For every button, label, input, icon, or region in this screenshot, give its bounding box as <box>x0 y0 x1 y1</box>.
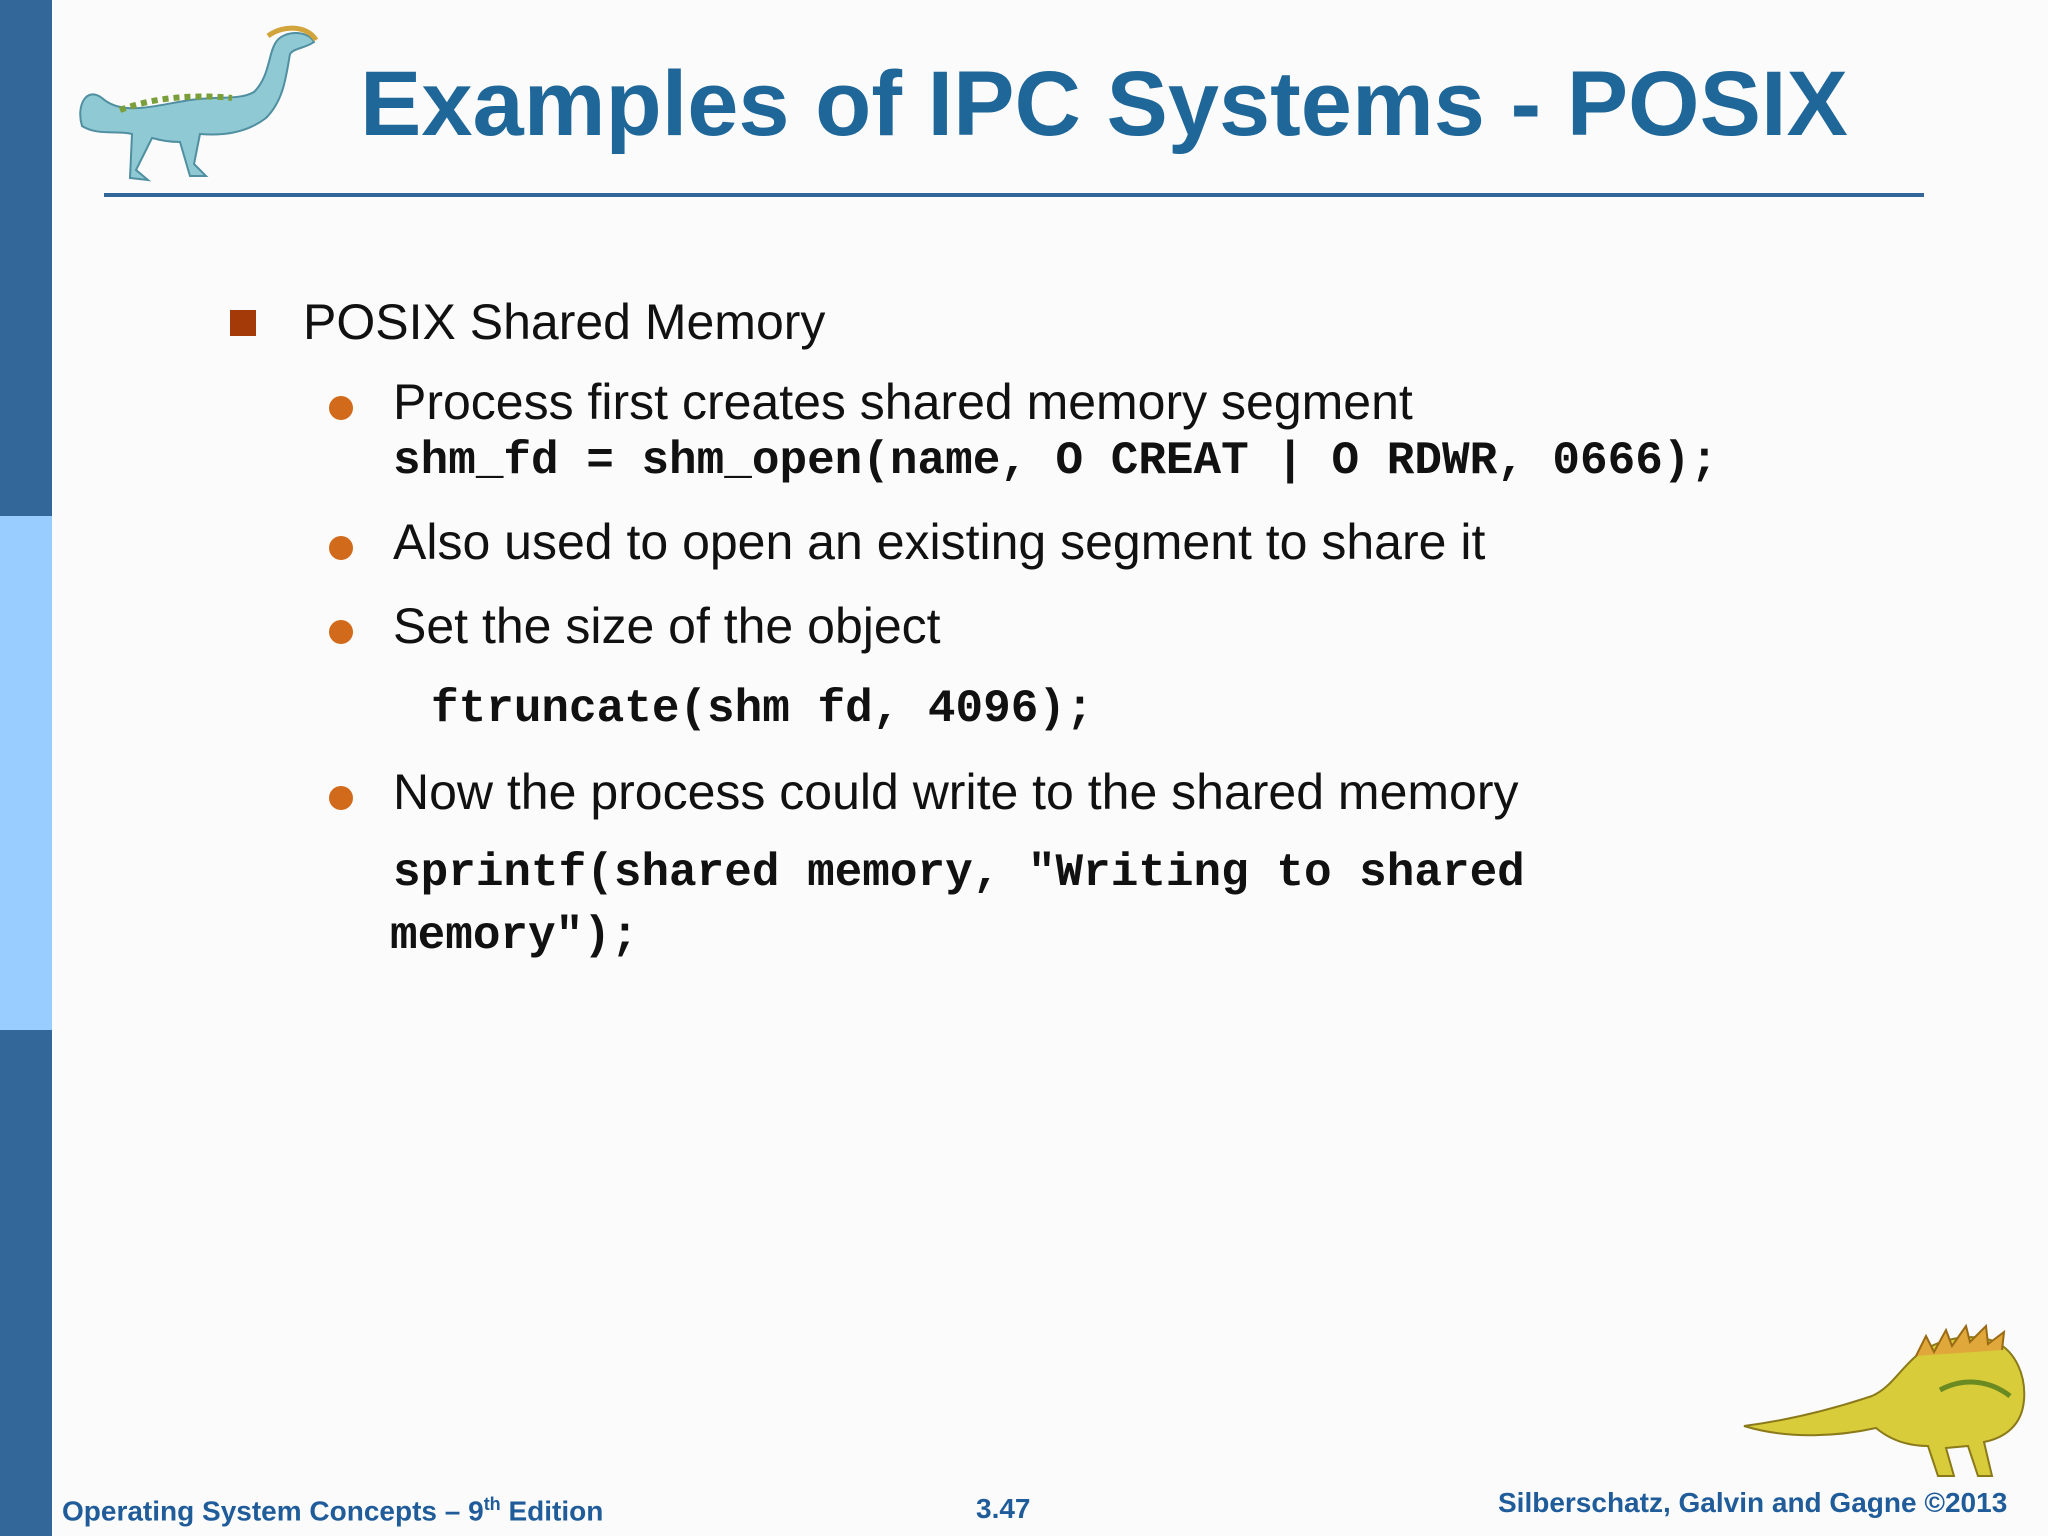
section-heading: POSIX Shared Memory <box>303 294 826 350</box>
square-bullet-icon <box>230 310 256 336</box>
code-ftruncate: ftruncate(shm fd, 4096); <box>431 683 1094 735</box>
dinosaur-logo-bottom <box>1743 1323 2026 1477</box>
sidebar-stripe-top <box>0 0 52 516</box>
footer-page-number: 3.47 <box>976 1493 1031 1524</box>
circle-bullet-icon <box>329 620 353 644</box>
bullet-text-create-segment: Process first creates shared memory segm… <box>393 374 1413 430</box>
footer-authors: Silberschatz, Galvin and Gagne ©2013 <box>1498 1487 2008 1518</box>
sidebar-stripe-bottom <box>0 1030 52 1536</box>
footer-book-title: Operating System Concepts – 9th Edition <box>62 1494 603 1528</box>
code-sprintf-line-2: memory"); <box>390 910 639 962</box>
circle-bullet-icon <box>329 396 353 420</box>
bullet-text-open-existing: Also used to open an existing segment to… <box>393 514 1486 570</box>
bullet-text-set-size: Set the size of the object <box>393 598 941 654</box>
circle-bullet-icon <box>329 786 353 810</box>
code-sprintf-line-1: sprintf(shared memory, "Writing to share… <box>393 847 1525 899</box>
code-shm-open: shm_fd = shm_open(name, O CREAT | O RDWR… <box>393 435 1719 487</box>
sidebar-stripe-middle <box>0 516 52 1030</box>
slide-title: Examples of IPC Systems - POSIX <box>360 53 1848 155</box>
dinosaur-logo-top <box>79 25 319 182</box>
footer-book-suffix: Edition <box>500 1495 604 1527</box>
circle-bullet-icon <box>329 536 353 560</box>
title-underline <box>104 193 1924 197</box>
bullet-text-write-memory: Now the process could write to the share… <box>393 764 1519 820</box>
footer-edition-superscript: th <box>483 1494 501 1514</box>
footer-book-main: Operating System Concepts – 9 <box>62 1495 484 1527</box>
